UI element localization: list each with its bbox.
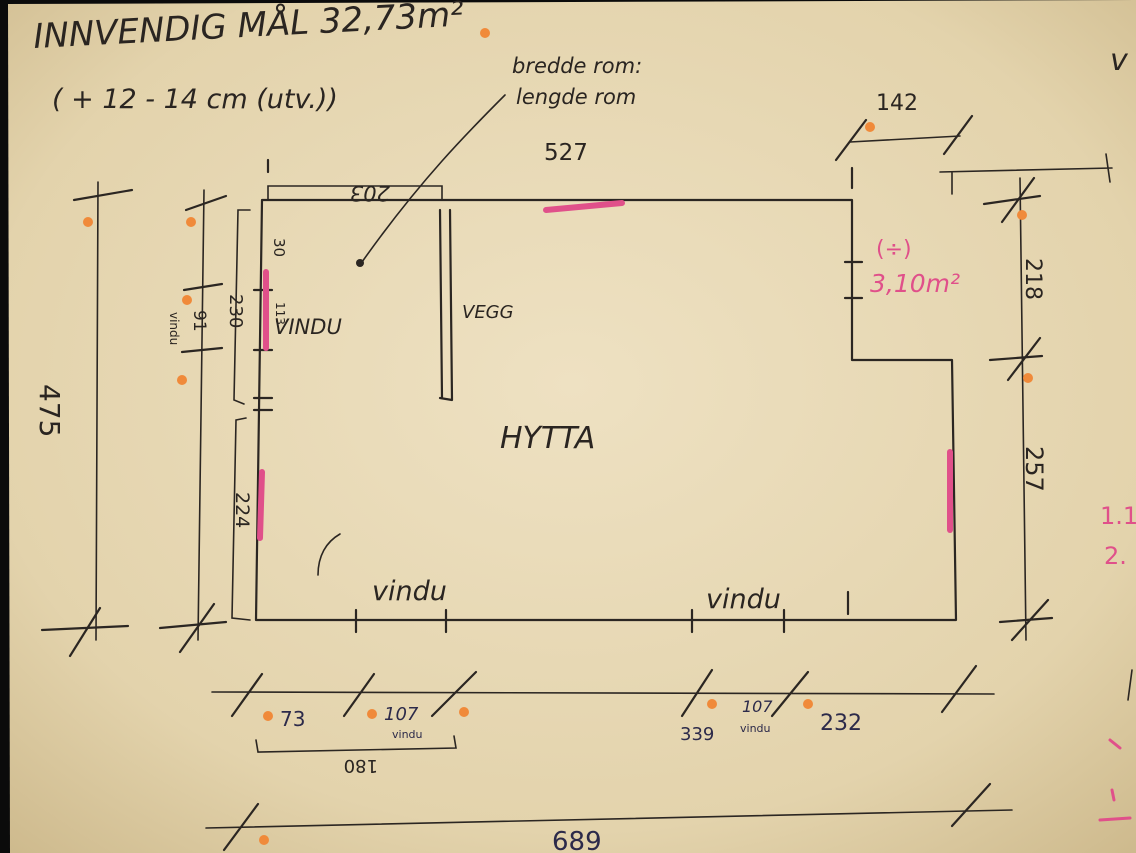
- dim-right-tick-2b: [1006, 336, 1042, 382]
- dim-bottom-overall: 689: [552, 827, 602, 853]
- dim-top-left-segment: 203: [350, 181, 390, 205]
- margin-note-top-right: v: [1110, 43, 1129, 78]
- dim-left-chain-line: [197, 189, 205, 641]
- dim-right-tick-1: [982, 194, 1042, 206]
- dim-bottom-brace-label: 180: [344, 755, 378, 776]
- dim-left-chain-tick-3: [180, 346, 224, 354]
- dim-bottom-brace: [255, 735, 457, 753]
- orange-dots: [83, 28, 1033, 845]
- margin-note-right-2: 2.: [1104, 542, 1127, 570]
- dim-left-window-sub: vindu: [167, 312, 181, 345]
- dim-bottom-seg-1: 73: [280, 707, 305, 731]
- stray-mark: [317, 533, 341, 576]
- dim-right-tick-3b: [1010, 598, 1050, 642]
- dim-left-chain-tick-4b: [178, 602, 216, 654]
- dim-bottom-seg-4-sub: vindu: [740, 722, 771, 735]
- margin-note-right-1: 1.1: [1100, 502, 1136, 530]
- dim-left-chain-tick-2: [182, 282, 224, 292]
- dim-right-lower: 257: [1020, 446, 1048, 492]
- dim-right-tick-2: [988, 354, 1044, 362]
- dim-bottom-seg-4: 107: [742, 697, 773, 716]
- dim-left-overall-tick-2b: [68, 606, 102, 658]
- window-label-bottom-right: vindu: [706, 584, 781, 615]
- dim-bottom-tick-4: [680, 668, 714, 718]
- window-label-left: VINDU: [274, 315, 342, 339]
- dim-bottom-overall-tick-1: [222, 802, 260, 852]
- dim-left-overall-tick-1: [72, 188, 134, 202]
- legend-leader-line: [361, 94, 506, 263]
- dim-notch-tick-1: [834, 118, 868, 162]
- dim-right-chain-line: [1019, 177, 1027, 641]
- dim-bottom-overall-tick-2: [950, 782, 992, 828]
- dim-left-small-a: 30: [270, 238, 288, 257]
- dim-bottom-tick-5: [770, 670, 810, 718]
- window-label-bottom-left: vindu: [372, 576, 447, 607]
- dim-bottom-tick-6: [940, 664, 978, 714]
- cutout-area-line-2: 3,10m²: [870, 269, 960, 298]
- dim-left-chain-tick-4: [158, 620, 228, 630]
- dim-left-small-b: 113: [273, 302, 287, 325]
- leader-dot: [356, 259, 364, 267]
- paper-sheet: [8, 0, 1136, 853]
- room-outline: [254, 198, 958, 622]
- dim-top-notch: 142: [876, 91, 918, 116]
- dim-left-lower: 224: [231, 492, 253, 528]
- pink-mark-left-lower: [257, 469, 265, 541]
- room-name: HYTTA: [500, 421, 595, 456]
- dim-left-chain-tick-1: [184, 194, 228, 212]
- dim-left-overall-line: [95, 181, 99, 641]
- dim-bottom-seg-5: 232: [820, 711, 862, 736]
- dim-left-bracket-lower: [231, 417, 251, 621]
- dim-bottom-tick-1: [230, 672, 264, 718]
- dim-bottom-chain-line: [211, 691, 995, 695]
- wall-label: VEGG: [462, 302, 514, 323]
- interior-wall: [438, 208, 454, 402]
- legend-line-2: lengde rom: [516, 85, 636, 109]
- dim-notch-tick-2: [942, 114, 974, 156]
- pink-mark-top: [543, 200, 625, 213]
- sheet-note: ( + 12 - 14 cm (utv.)): [52, 84, 338, 115]
- dim-bottom-overall-line: [205, 809, 1013, 829]
- dim-left-overall: 475: [33, 384, 66, 437]
- legend-line-1: bredde rom:: [512, 54, 642, 78]
- dim-right-upper: 218: [1020, 258, 1045, 300]
- dim-bottom-seg-2-sub: vindu: [392, 728, 423, 741]
- dim-bottom-seg-2: 107: [384, 704, 419, 725]
- dim-right-tick-1b: [1000, 176, 1036, 224]
- dim-right-tick-3: [998, 616, 1054, 624]
- dim-bottom-seg-3: 339: [680, 724, 714, 745]
- dim-left-bracket-upper: [233, 209, 251, 405]
- dim-left-overall-tick-2: [40, 624, 130, 632]
- dim-bottom-tick-2: [342, 672, 376, 718]
- dim-right-top-ref: [939, 153, 1113, 195]
- dim-left-window: 91: [189, 310, 209, 332]
- dim-top-left-segment-line: [267, 185, 443, 201]
- margin-pink-scribble: [1098, 738, 1132, 822]
- cutout-area-line-1: (÷): [876, 237, 912, 262]
- dim-bottom-tick-3: [430, 670, 478, 718]
- margin-ink-scribble: [1127, 669, 1133, 701]
- dim-top-width: 527: [544, 140, 588, 166]
- dim-notch-line: [849, 135, 961, 143]
